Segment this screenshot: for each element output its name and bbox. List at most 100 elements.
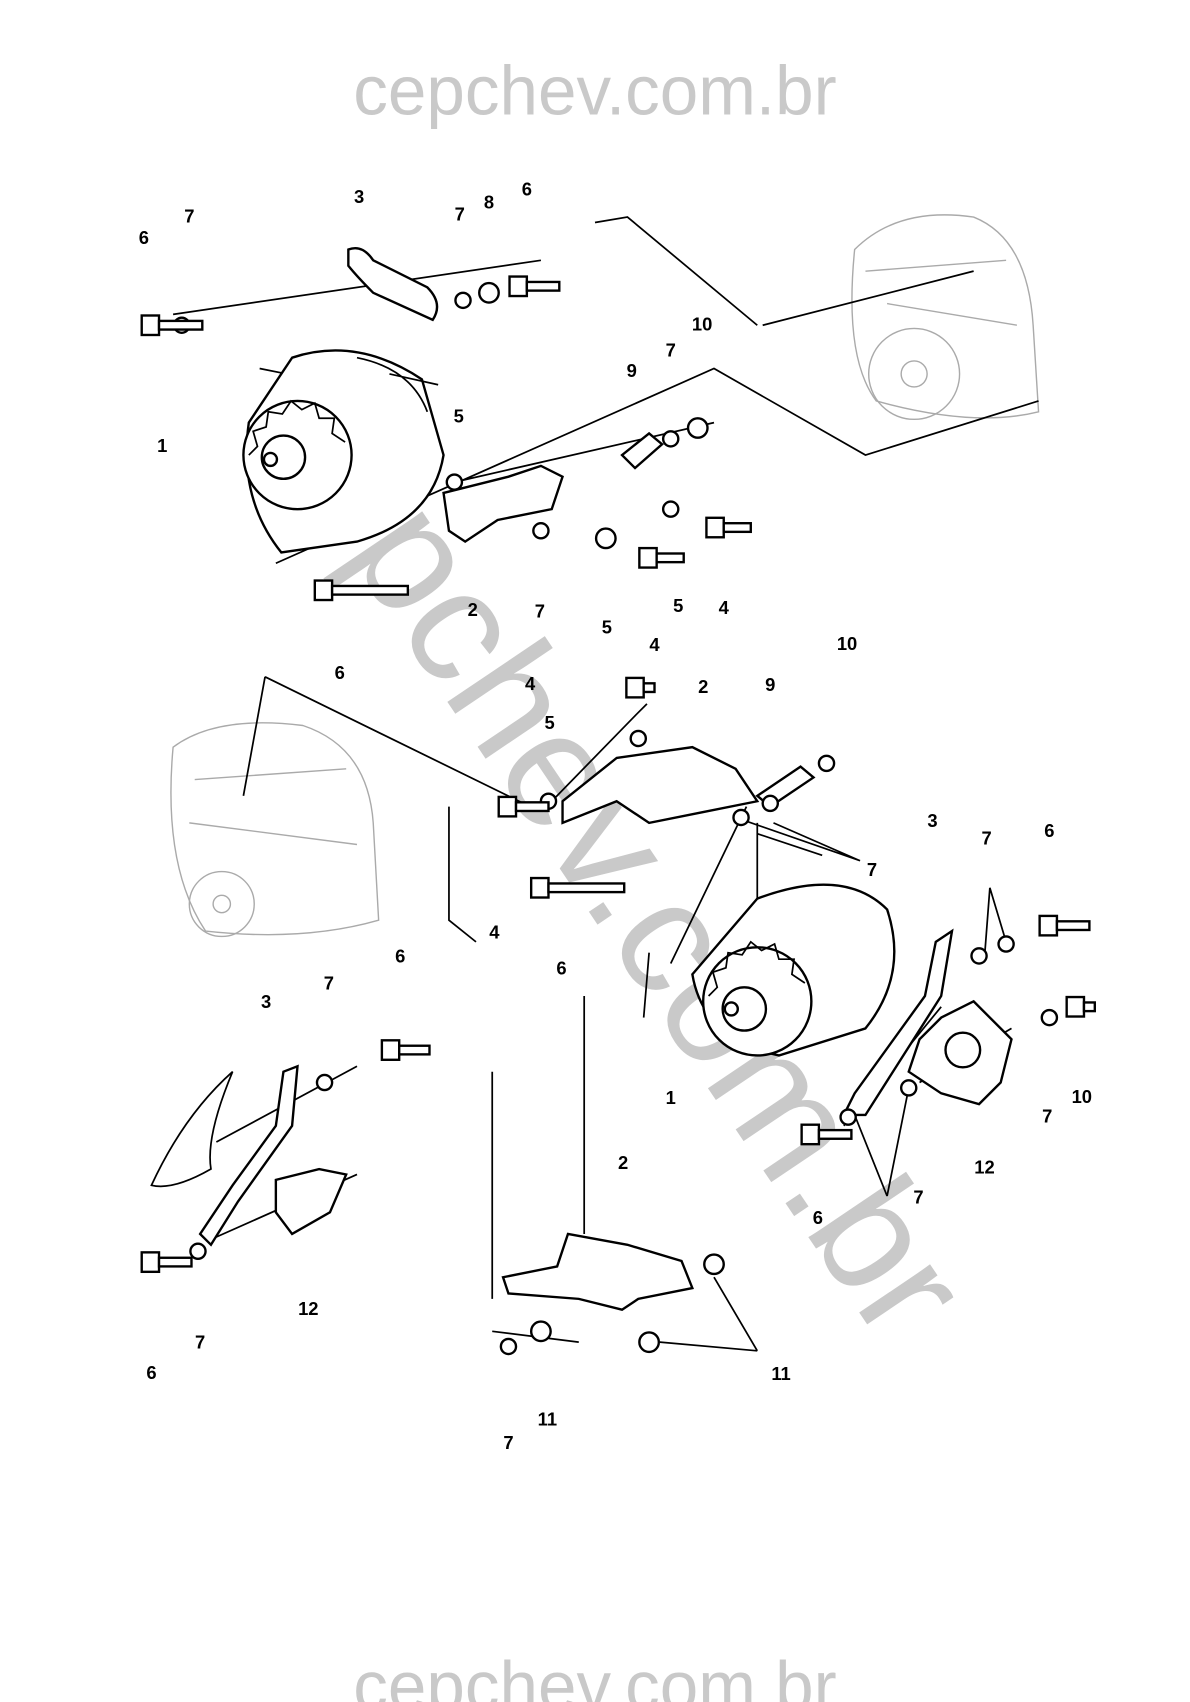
callout-label: 7: [913, 1187, 923, 1208]
callout-label: 6: [139, 227, 149, 248]
callout-label: 7: [666, 340, 676, 361]
callout-label: 12: [974, 1156, 994, 1177]
callout-label: 2: [618, 1152, 628, 1173]
callout-label: 6: [556, 957, 566, 978]
washer-icon: [532, 522, 550, 540]
callout-label: 3: [927, 810, 937, 831]
nut-icon: [529, 1320, 552, 1343]
callout-label: 4: [649, 634, 660, 655]
bolt-head-icon: [1038, 914, 1059, 937]
bolt-head-icon: [529, 876, 550, 899]
callout-label: 7: [195, 1332, 205, 1353]
engine-sketch-left: [170, 722, 380, 938]
bolt-shank-icon: [330, 584, 410, 596]
bolt-shank-icon: [547, 882, 626, 894]
bolt-shank-icon: [398, 1044, 431, 1056]
bolt-head-icon: [508, 275, 529, 298]
callout-label: 7: [455, 203, 465, 224]
bolt-head-icon: [800, 1123, 821, 1146]
callout-label: 1: [666, 1087, 676, 1108]
callout-label: 9: [627, 360, 637, 381]
bolt-head-icon: [705, 516, 725, 539]
bolt-head-icon: [638, 546, 658, 569]
washer-icon: [454, 291, 472, 310]
callout-label: 7: [1042, 1106, 1052, 1127]
callout-label: 2: [468, 599, 478, 620]
bolt-head-icon: [380, 1039, 401, 1061]
bolt-head-icon: [497, 795, 518, 818]
bolt-shank-icon: [525, 280, 561, 292]
callout-label: 7: [324, 972, 334, 993]
nut-icon: [594, 527, 617, 550]
watermark-bottom: cepchev.com.br: [353, 1647, 836, 1702]
adjust-bracket-left: [198, 1064, 299, 1247]
callout-label: 6: [146, 1362, 156, 1383]
alternator-top: [242, 349, 445, 554]
callout-label: 5: [673, 595, 683, 616]
callout-label: 5: [454, 406, 464, 427]
washer-icon: [629, 729, 648, 748]
callout-label: 7: [982, 828, 992, 849]
callout-label: 7: [184, 205, 194, 226]
washer-icon: [315, 1073, 334, 1092]
nut-icon: [703, 1253, 725, 1276]
bolt-shank-icon: [157, 1256, 193, 1268]
washer-icon: [899, 1079, 918, 1097]
fasteners: [140, 275, 1096, 1356]
callout-label: 4: [719, 597, 730, 618]
callout-label: 5: [602, 617, 612, 638]
bolt-shank-icon: [1082, 1001, 1096, 1013]
callout-label: 4: [489, 922, 500, 943]
washer-icon: [189, 1242, 207, 1261]
callout-label: 6: [395, 945, 405, 966]
callout-label: 4: [525, 673, 536, 694]
washer-icon: [970, 947, 988, 965]
washer-icon: [997, 935, 1015, 953]
bolt-head-icon: [1065, 995, 1086, 1018]
callout-label: 10: [1072, 1086, 1092, 1107]
callout-label: 1: [157, 435, 167, 456]
washer-icon: [817, 754, 836, 773]
bolt-head-icon: [625, 676, 645, 699]
bolt-shank-icon: [655, 552, 685, 564]
bolt-shank-icon: [722, 522, 752, 534]
callout-label: 7: [867, 859, 877, 880]
callout-label: 2: [698, 676, 708, 697]
mount-bracket-bottom: [501, 1232, 694, 1311]
mount-bracket-top: [442, 464, 565, 544]
washer-icon: [499, 1337, 518, 1356]
washer-icon: [661, 500, 680, 518]
washer-icon: [761, 794, 780, 813]
callout-label: 6: [522, 178, 532, 199]
bolt-head-icon: [140, 1251, 161, 1274]
bolt-shank-icon: [514, 801, 550, 813]
bolt-shank-icon: [157, 319, 204, 331]
callout-label: 12: [298, 1298, 318, 1319]
bolt-shank-icon: [1055, 920, 1091, 932]
bolt-shank-icon: [642, 682, 656, 694]
callout-label: 11: [771, 1363, 790, 1384]
spacer-top: [620, 431, 664, 470]
callout-label: 11: [538, 1408, 557, 1429]
callout-label: 7: [503, 1432, 513, 1453]
adjust-bracket-top: [347, 246, 439, 322]
callout-label: 6: [335, 662, 345, 683]
callout-label: 7: [535, 600, 545, 621]
nut-icon: [638, 1331, 661, 1354]
plate-left: [274, 1167, 348, 1236]
mount-bracket-middle: [561, 745, 760, 825]
callout-label: 6: [1044, 820, 1054, 841]
engine-sketch-bottom-left: [150, 1071, 234, 1188]
callout-label: 6: [813, 1207, 823, 1228]
washer-icon: [1040, 1008, 1059, 1027]
callout-label: 5: [544, 712, 554, 733]
alternator-middle: [691, 883, 896, 1057]
callout-label: 10: [692, 314, 712, 335]
watermark-top: cepchev.com.br: [353, 51, 836, 129]
washer-icon: [732, 808, 750, 827]
nut-icon: [686, 417, 709, 439]
bolt-head-icon: [140, 314, 161, 337]
